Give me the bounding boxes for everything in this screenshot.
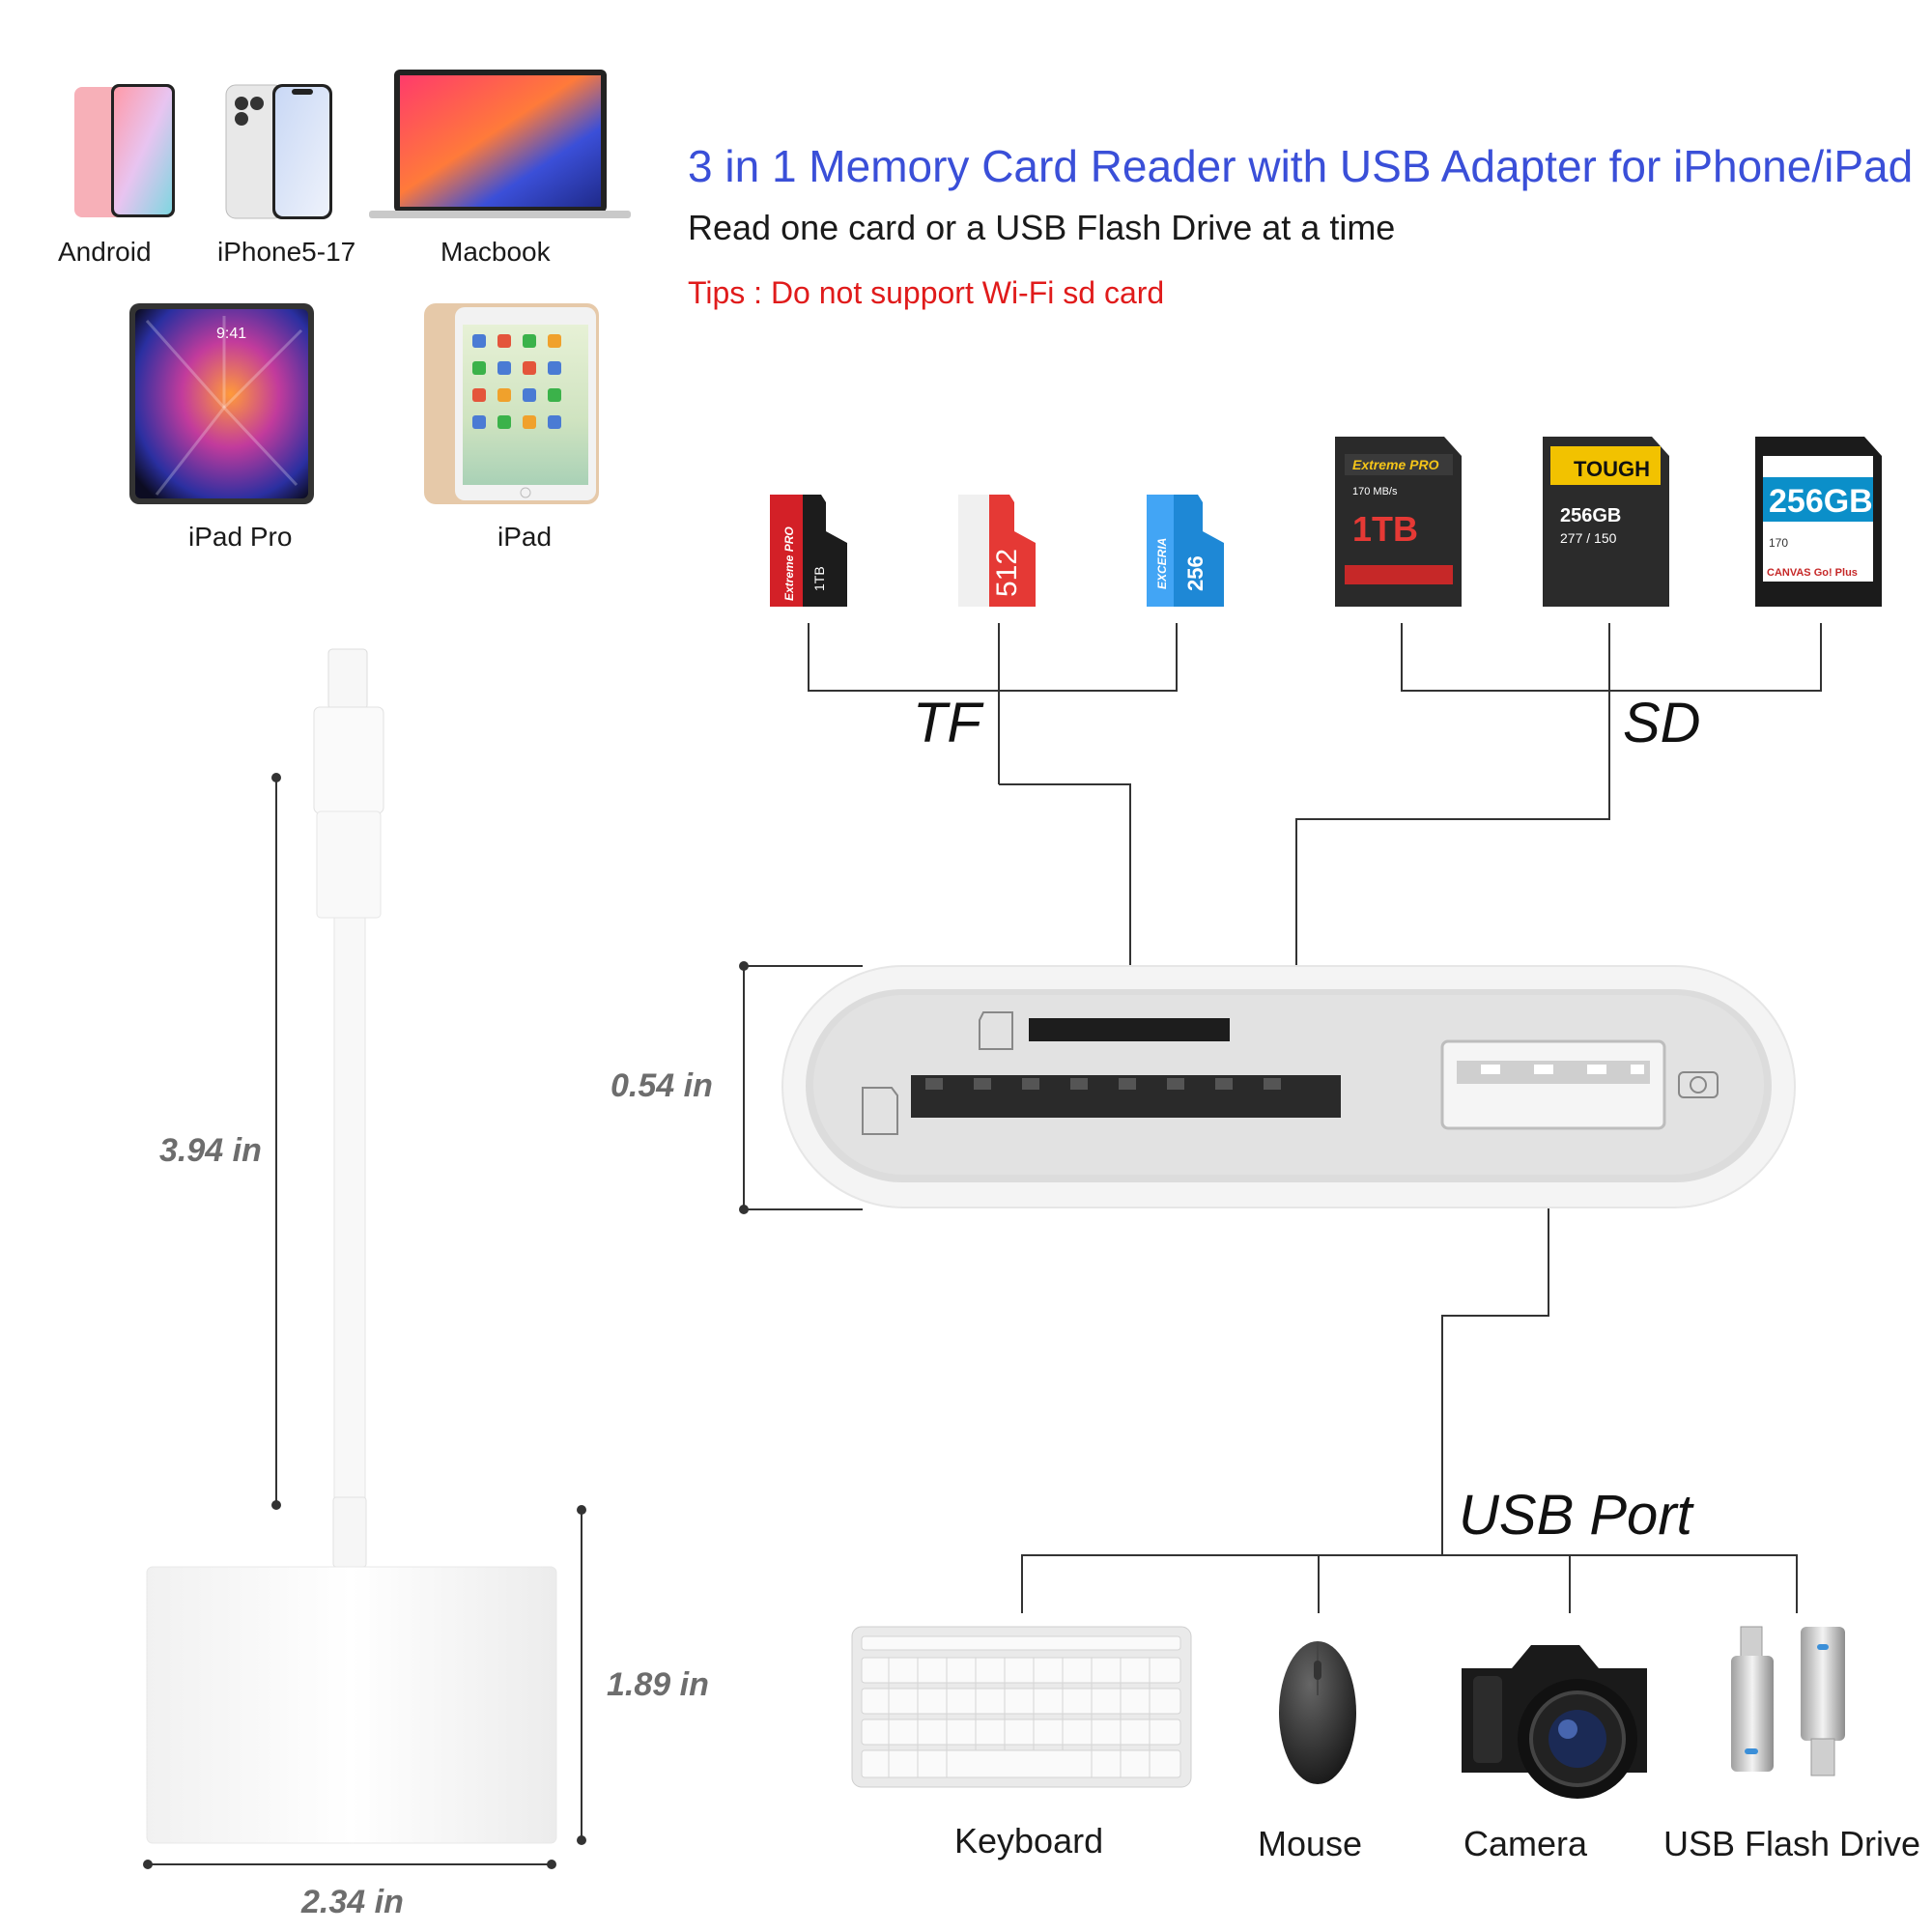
sd-card-brand: Extreme PRO xyxy=(1352,457,1439,472)
device-android-image xyxy=(72,82,179,227)
sd-card-brand: TOUGH xyxy=(1574,457,1650,481)
tf-card-brand: EXCERIA xyxy=(1155,538,1169,589)
peripheral-label-mouse: Mouse xyxy=(1258,1824,1363,1863)
peripheral-label-usb-flash-drive: USB Flash Drive xyxy=(1663,1824,1921,1863)
usb-port-group-label: USB Port xyxy=(1459,1484,1692,1547)
tf-card-capacity: 256 xyxy=(1183,555,1208,591)
device-label-macbook: Macbook xyxy=(440,237,551,267)
adapter-with-cable xyxy=(145,647,560,1850)
sd-card-canvas-go-plus: 256GB 170 CANVAS Go! Plus xyxy=(1753,435,1884,613)
sd-group-label: SD xyxy=(1623,692,1701,754)
sd-card-extreme-pro: Extreme PRO 170 MB/s 1TB xyxy=(1333,435,1463,613)
dimension-height: 1.89 in xyxy=(607,1666,709,1703)
tf-card-evo: 512 EVO xyxy=(956,493,1038,613)
page-title: 3 in 1 Memory Card Reader with USB Adapt… xyxy=(688,141,1914,191)
tf-card-exceria: EXCERIA 256 xyxy=(1145,493,1227,613)
dimension-width: 2.34 in xyxy=(301,1884,404,1920)
device-label-iphone: iPhone5-17 xyxy=(217,237,356,267)
sd-card-capacity: 256GB xyxy=(1560,505,1621,526)
tf-card-brand: Extreme PRO xyxy=(782,526,796,601)
keyboard-icon xyxy=(850,1625,1193,1794)
sd-card-speed: 277 / 150 xyxy=(1560,530,1617,546)
page-subtitle: Read one card or a USB Flash Drive at a … xyxy=(688,208,1396,247)
peripheral-label-camera: Camera xyxy=(1463,1824,1588,1863)
sd-card-speed: 170 MB/s xyxy=(1352,486,1398,497)
usb-flash-drive-icon xyxy=(1729,1625,1855,1789)
device-macbook-image xyxy=(367,68,633,227)
tf-card-extreme-pro: Extreme PRO 1TB xyxy=(768,493,850,613)
device-iphone-image xyxy=(224,82,335,227)
tips-note: Tips : Do not support Wi-Fi sd card xyxy=(688,275,1165,310)
mouse-icon xyxy=(1277,1637,1359,1792)
device-ipad-image xyxy=(422,301,601,511)
tf-card-capacity: 512 xyxy=(991,549,1023,597)
device-label-ipad-pro: iPad Pro xyxy=(188,522,293,552)
dimension-cable-length: 3.94 in xyxy=(159,1132,262,1169)
dimension-thickness: 0.54 in xyxy=(611,1067,713,1104)
tf-card-capacity: 1TB xyxy=(811,566,827,591)
sd-card-capacity: 1TB xyxy=(1352,509,1418,549)
svg-text:9:41: 9:41 xyxy=(216,326,246,342)
camera-icon xyxy=(1454,1618,1657,1811)
tf-group-label: TF xyxy=(913,692,981,754)
device-label-android: Android xyxy=(58,237,152,267)
device-label-ipad: iPad xyxy=(497,522,553,552)
sd-card-brand: CANVAS Go! Plus xyxy=(1767,567,1858,579)
sd-card-speed: 170 xyxy=(1769,536,1788,550)
device-ipad-pro-image: 9:41 xyxy=(128,301,316,511)
sd-card-tough: TOUGH 256GB 277 / 150 xyxy=(1541,435,1671,613)
sd-card-capacity: 256GB xyxy=(1769,483,1873,520)
card-reader-front-view xyxy=(781,964,1797,1218)
tf-card-brand: EVO xyxy=(1017,507,1031,531)
peripheral-label-keyboard: Keyboard xyxy=(954,1821,1104,1861)
